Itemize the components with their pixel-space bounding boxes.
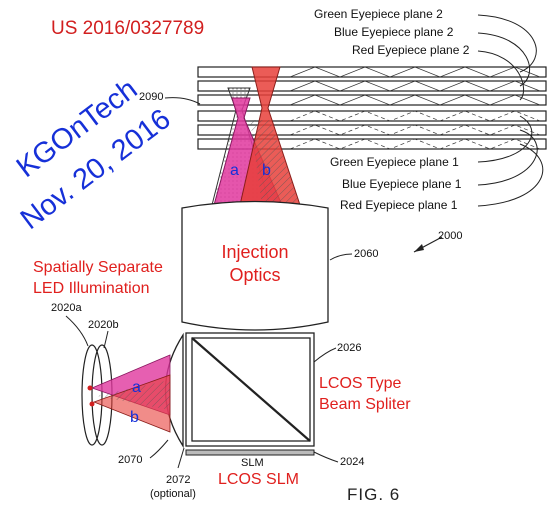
leader-line-2060: [329, 253, 353, 261]
waveguide-layer: [197, 124, 547, 136]
leader-line-2072: [177, 447, 185, 469]
beam-splitter-inner: [191, 337, 311, 442]
waveguide-layer: [197, 94, 547, 106]
label-blue-eyepiece-plane-2: Blue Eyepiece plane 2: [334, 25, 454, 39]
patent-number: US 2016/0327789: [51, 18, 205, 39]
waveguide-zigzag: [289, 124, 541, 136]
waveguide-ray-zigzags: [289, 66, 541, 150]
leader-line-2070: [149, 439, 169, 459]
beam-splitter-cube: [185, 332, 315, 447]
leader-line-2020b: [103, 330, 109, 349]
leader-line: [477, 32, 530, 87]
leader-line: [477, 14, 537, 73]
ref-2072: 2072: [166, 474, 191, 486]
leader-line: [477, 115, 533, 163]
beam-label-a-bottom: a: [132, 379, 141, 396]
beam-label-b-bottom: b: [130, 409, 139, 426]
ref-2020a: 2020a: [51, 302, 82, 314]
ref-2024: 2024: [340, 456, 365, 468]
leader-line-2026: [313, 347, 337, 363]
waveguide-zigzag: [289, 80, 541, 92]
waveguide-zigzag: [289, 110, 541, 122]
led-illumination-label-line-2: LED Illumination: [33, 280, 150, 297]
led-emitter-b: [89, 401, 95, 407]
striped-light-cone: [250, 120, 300, 205]
figure-label: FIG. 6: [347, 485, 401, 504]
waveguide-layer: [197, 80, 547, 92]
label-red-eyepiece-plane-2: Red Eyepiece plane 2: [352, 43, 470, 57]
beam-splitter-outline: [185, 332, 315, 447]
waveguide-layer: [197, 66, 547, 78]
label-green-eyepiece-plane-2: Green Eyepiece plane 2: [314, 7, 443, 21]
ref-2000: 2000: [438, 230, 463, 242]
ref-2026: 2026: [337, 342, 362, 354]
waveguide-zigzag: [289, 66, 541, 78]
injection-optics-lens: [181, 200, 329, 331]
waveguide-zigzag: [289, 138, 541, 150]
leader-line: [477, 129, 538, 186]
leader-line-2024: [313, 451, 339, 463]
leader-line-2020a: [65, 315, 89, 347]
striped-illumination-beam: [96, 380, 170, 410]
leader-line-2090: [164, 97, 201, 105]
led-emitter-a: [87, 385, 93, 391]
leader-line: [477, 143, 544, 207]
eyepiece-waveguide-stack: [197, 66, 547, 150]
ref-2060: 2060: [354, 248, 379, 260]
injection-optics-label: Injection Optics: [221, 242, 289, 285]
arrow-2000-head: [414, 244, 424, 252]
beam-splitter-label-line-1: LCOS Type: [319, 375, 402, 392]
beam-label-b-top: b: [262, 162, 271, 179]
leader-line: [477, 50, 525, 101]
led-illumination-label-line-1: Spatially Separate: [33, 259, 163, 276]
label-red-eyepiece-plane-1: Red Eyepiece plane 1: [340, 198, 458, 212]
waveguide-zigzag: [289, 94, 541, 106]
lcos-slm-plate: [185, 449, 315, 456]
ref-2020b: 2020b: [88, 319, 119, 331]
slm-label: SLM: [241, 457, 264, 469]
ref-2070: 2070: [118, 454, 143, 466]
beam-splitter-label-line-2: Beam Spliter: [319, 396, 411, 413]
lcos-slm-label: LCOS SLM: [218, 471, 299, 488]
beam-label-a-top: a: [230, 162, 239, 179]
ref-2090: 2090: [139, 91, 164, 103]
optional-label: (optional): [150, 488, 196, 500]
eyepiece-leader-lines: [477, 14, 544, 207]
waveguide-layer: [197, 110, 547, 122]
beam-splitter-diagonal: [191, 337, 311, 442]
label-blue-eyepiece-plane-1: Blue Eyepiece plane 1: [342, 177, 462, 191]
illumination-beams: [87, 354, 171, 433]
light-cones: [211, 66, 301, 206]
waveguide-layer: [197, 138, 547, 150]
label-green-eyepiece-plane-1: Green Eyepiece plane 1: [330, 155, 459, 169]
